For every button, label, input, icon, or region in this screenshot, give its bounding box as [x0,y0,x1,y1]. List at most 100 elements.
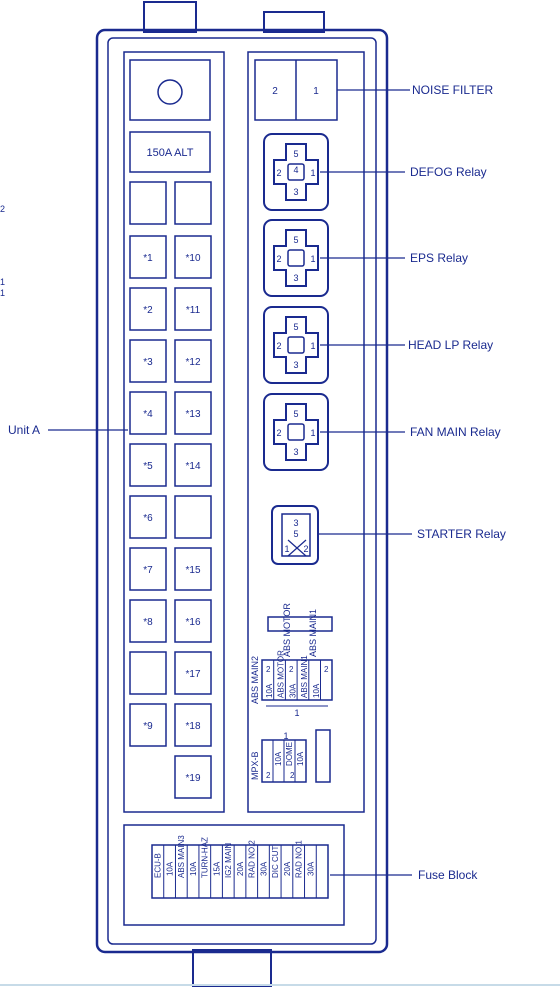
fuse-slot-f4 [129,391,167,435]
relay-pin: 5 [293,322,298,332]
abs-cell: ABS MAIN1 [300,655,309,698]
label-fuse-block: Fuse Block [418,868,478,882]
fuse-block-rating: 30A [306,861,315,876]
fuse-slot-f9 [129,703,167,747]
fuse-slot-f3 [129,339,167,383]
mpxb-pin: 2 [290,771,295,780]
fuse-blank [129,651,167,695]
noise-filter-pin2: 2 [272,86,278,97]
fuse-block-label: IG2 MAIN [224,843,233,878]
fuse-label: *3 [143,357,153,368]
fuse-slot-f5 [129,443,167,487]
relay-pin: 2 [276,254,281,264]
relay-pin: 2 [276,428,281,438]
label-eps-relay: EPS Relay [410,251,468,265]
relay-pin: 3 [293,273,298,283]
fuse-block-rating: 30A [259,861,268,876]
fuse-label: *16 [185,617,200,628]
relay-pin: 1 [310,428,315,438]
fuse-slot-f1 [129,235,167,279]
mpxb-cell: 10A [296,751,305,766]
noise-filter-pin1: 1 [313,86,319,97]
fuse-slot-f7 [129,547,167,591]
edge-fragment: 1 [0,288,5,298]
fuse-label: *6 [143,513,153,524]
housing-inner [107,37,377,945]
fuse-block-label: RAD NO.2 [248,840,257,878]
fuse-slot-f19 [174,755,212,799]
relay-pin: 3 [293,187,298,197]
fuse-slot-f8 [129,599,167,643]
label-defog-relay: DEFOG Relay [410,165,487,179]
edge-fragment: 1 [0,277,5,287]
label-noise-filter: NOISE FILTER [412,83,493,97]
abs-pin: 2 [324,665,329,674]
fuse-block-label: ABS MAIN3 [177,835,186,878]
fuse-slot-f11 [174,287,212,331]
fuse-label: *17 [185,669,200,680]
fuse-slot-f13 [174,391,212,435]
relay-pin: 2 [303,544,308,554]
relay-pin: 3 [293,360,298,370]
fuse-slot-f17 [174,651,212,695]
relay-pin: 1 [310,168,315,178]
fuse-label: *11 [186,305,201,316]
fuse-label: *5 [143,461,153,472]
relay-pin: 5 [293,409,298,419]
fuse-slot-f12 [174,339,212,383]
relay-pin: 3 [293,447,298,457]
fuse-block-label: DIC CUT [271,845,280,878]
fuse-label: *2 [143,305,153,316]
label-fanmain-relay: FAN MAIN Relay [410,425,501,439]
fuse-label: *14 [185,461,200,472]
fuse-block-rating: 10A [189,861,198,876]
fuse-block-label: RAD NO.1 [295,840,304,878]
abs-main2-header: ABS MAIN2 [250,656,260,704]
fuse-blank [129,181,167,225]
fuse-label: *1 [143,253,153,264]
abs-pin: 2 [266,665,271,674]
abs-pin: 2 [289,665,294,674]
relay-pin: 2 [276,341,281,351]
mpxb-header: MPX-B [250,751,260,780]
fuse-label: *19 [185,773,200,784]
fuse-slot-f14 [174,443,212,487]
fuse-label: *15 [185,565,200,576]
mpxb-pin: 2 [266,771,271,780]
fuse-label: *4 [143,409,153,420]
top-left-tab [143,1,197,33]
fuse-block-rating: 10A [165,861,174,876]
abs-main1-header: ABS MAIN1 [308,609,318,657]
fuse-label: *7 [143,565,153,576]
fuse-slot-f6 [129,495,167,539]
bottom-tab [192,949,272,987]
relay-pin: 5 [293,529,298,539]
label-starter-relay: STARTER Relay [417,527,506,541]
relay-pin: 3 [293,518,298,528]
edge-fragment: 2 [0,204,5,214]
fuse-label: *18 [185,721,200,732]
fuse-slot-f16 [174,599,212,643]
fuse-label: *9 [143,721,153,732]
fuse-blank [174,495,212,539]
relay-pin: 4 [293,165,298,175]
mpxb-cell: DOME [285,742,294,766]
relay-pin: 2 [276,168,281,178]
mpxb-top-pin: 1 [283,731,288,741]
label-unit-a: Unit A [8,423,40,437]
housing-outer [95,28,389,954]
fuse-block-rating: 20A [283,861,292,876]
label-headlp-relay: HEAD LP Relay [408,338,493,352]
fuse-label: *13 [185,409,200,420]
circle-slot [129,59,211,121]
mpxb-spare-slot [315,729,331,783]
fuse-label: *12 [185,357,200,368]
alt-fuse-box [129,131,211,173]
